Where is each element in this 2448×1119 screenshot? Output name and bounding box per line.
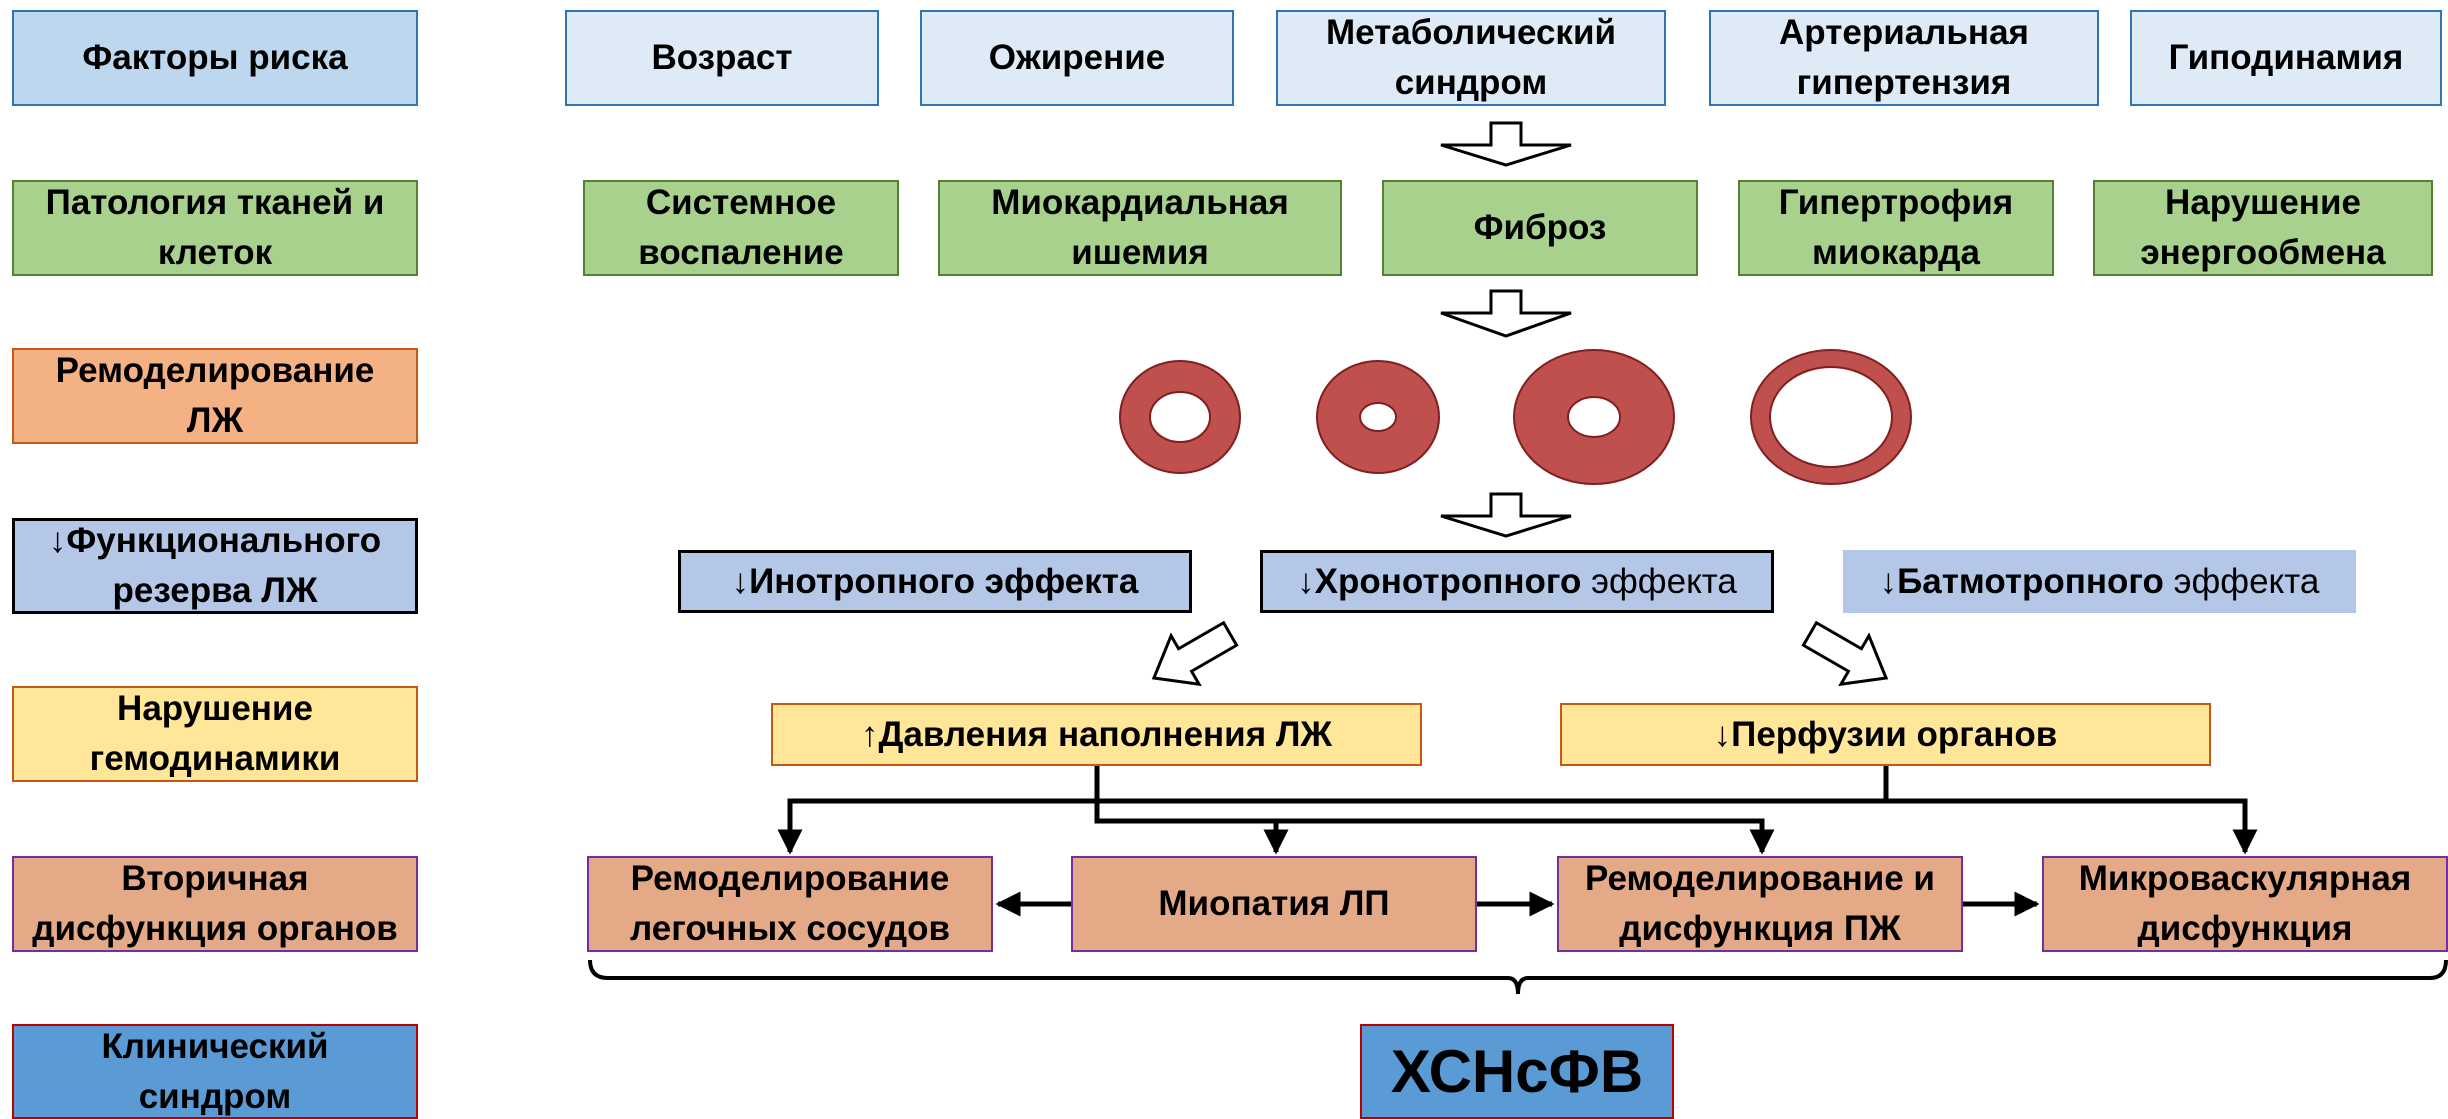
stage-label-risk-factors: Факторы риска xyxy=(12,10,418,106)
pathology-systemic-inflammation: Системное воспаление xyxy=(583,180,899,276)
hollow-arrow-diag-left xyxy=(1151,620,1239,687)
hemodynamics-filling-pressure: ↑Давления наполнения ЛЖ xyxy=(771,703,1422,766)
pathology-myocardial-hypertrophy: Гипертрофия миокарда xyxy=(1738,180,2054,276)
stage-label-secondary-dysfunction: Вторичная дисфункция органов xyxy=(12,856,418,952)
connector-perfusion-to-microvascular xyxy=(1883,766,2258,855)
lv-ring-concentric-hypertrophy xyxy=(1512,349,1676,485)
pathology-energy-metabolism: Нарушение энергообмена xyxy=(2093,180,2433,276)
lv-ring-eccentric-hypertrophy xyxy=(1749,349,1913,485)
secondary-pulmonary-vascular-remodeling: Ремоделирование легочных сосудов xyxy=(587,856,993,952)
hollow-arrow-diag-right xyxy=(1801,620,1889,687)
risk-factor-obesity: Ожирение xyxy=(920,10,1234,106)
stage-label-hemodynamics: Нарушение гемодинамики xyxy=(12,686,418,782)
risk-factor-metabolic-syndrome: Метаболический синдром xyxy=(1276,10,1666,106)
stage-label-lv-remodeling: Ремоделирование ЛЖ xyxy=(12,348,418,444)
pathology-myocardial-ischemia: Миокардиальная ишемия xyxy=(938,180,1342,276)
risk-factor-age: Возраст xyxy=(565,10,879,106)
lv-ring-concentric-remodeling xyxy=(1315,360,1441,474)
brace-secondary-to-outcome xyxy=(588,959,2448,995)
effect-chronotropic: ↓Хронотропного эффекта xyxy=(1260,550,1774,613)
hollow-arrow-down-3 xyxy=(1440,492,1572,538)
secondary-rv-remodeling-dysfunction: Ремоделирование и дисфункция ПЖ xyxy=(1557,856,1963,952)
stage-label-functional-reserve: ↓Функционального резерва ЛЖ xyxy=(12,518,418,614)
risk-factor-hypertension: Артериальная гипертензия xyxy=(1709,10,2099,106)
stage-label-tissue-pathology: Патология тканей и клеток xyxy=(12,180,418,276)
effect-bathmotropic: ↓Батмотропного эффекта xyxy=(1843,550,2356,613)
connector-filling-to-pulmonary xyxy=(777,766,1100,855)
effect-bathmotropic-bold: ↓Батмотропного xyxy=(1879,561,2164,601)
effect-chronotropic-bold: ↓Хронотропного xyxy=(1297,561,1582,601)
effect-bathmotropic-rest: эффекта xyxy=(2163,561,2320,601)
pathology-fibrosis: Фиброз xyxy=(1382,180,1698,276)
effect-chronotropic-rest: эффекта xyxy=(1581,561,1737,601)
secondary-la-myopathy: Миопатия ЛП xyxy=(1071,856,1477,952)
hemodynamics-organ-perfusion: ↓Перфузии органов xyxy=(1560,703,2211,766)
outcome-hfpef: ХСНсФВ xyxy=(1360,1024,1674,1119)
effect-inotropic: ↓Инотропного эффекта xyxy=(678,550,1192,613)
risk-factor-hypodynamia: Гиподинамия xyxy=(2130,10,2442,106)
secondary-microvascular-dysfunction: Микроваскулярная дисфункция xyxy=(2042,856,2448,952)
connector-filling-to-la-rv xyxy=(1094,801,1775,855)
hollow-arrow-down-2 xyxy=(1440,289,1572,338)
lv-ring-normal xyxy=(1118,360,1242,474)
stage-label-clinical-syndrome: Клинический синдром xyxy=(12,1024,418,1119)
hollow-arrow-down-1 xyxy=(1440,121,1572,167)
